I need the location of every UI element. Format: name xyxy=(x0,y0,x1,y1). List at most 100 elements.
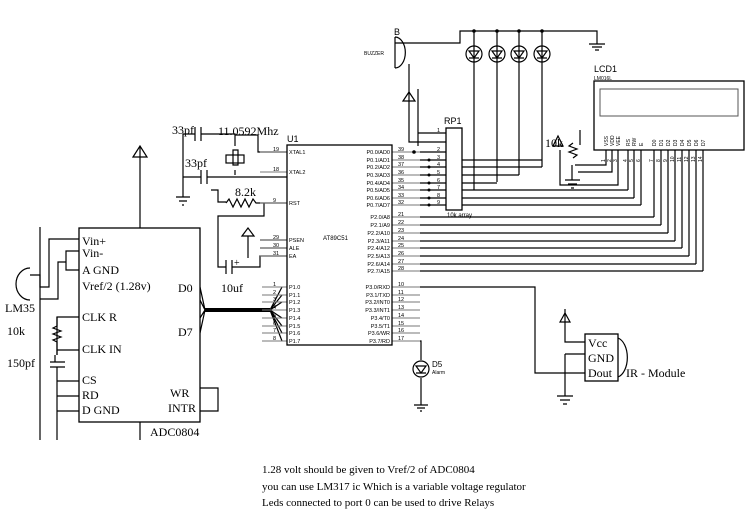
u1-pin-name: P3.5/T1 xyxy=(371,324,390,330)
u1-pin-name: PSEN xyxy=(289,238,304,244)
u1-pin-number: 39 xyxy=(398,147,404,153)
buzzer-label: BUZZER xyxy=(364,51,384,57)
adc-part: ADC0804 xyxy=(150,425,199,439)
buzzer-ref: B xyxy=(394,27,400,37)
u1-pin-number: 7 xyxy=(273,328,276,334)
ir-dout: Dout xyxy=(588,366,613,380)
u1-part: AT89C51 xyxy=(323,236,349,242)
rp1-value: 10k array xyxy=(447,213,472,219)
lcd-pin-name: VEE xyxy=(616,135,622,146)
r-clk-label: 10k xyxy=(7,324,25,338)
u1-pin-name: P1.0 xyxy=(289,285,300,291)
u1-pin-number: 35 xyxy=(398,178,404,184)
lcd-pin-number: 12 xyxy=(684,156,690,162)
u1-pin-name: P2.3/A11 xyxy=(368,239,390,245)
labels: Vin+ Vin- A GND Vref/2 (1.28v) CLK R CLK… xyxy=(5,27,707,509)
u1-pin-number: 32 xyxy=(398,200,404,206)
u1-pin-number: 14 xyxy=(398,313,404,319)
u1-pin-number: 27 xyxy=(398,259,404,265)
note-2: you can use LM317 ic Which is a variable… xyxy=(262,481,526,493)
u1-pin-number: 37 xyxy=(398,162,404,168)
ground-icons xyxy=(176,43,605,412)
u1-pin-number: 6 xyxy=(273,321,276,327)
lcd-pin-name: D5 xyxy=(687,139,693,146)
ir-gnd: GND xyxy=(588,351,614,365)
wires xyxy=(30,30,704,440)
u1-pin-number: 10 xyxy=(398,282,404,288)
u1-pin-number: 18 xyxy=(273,167,279,173)
lcd-pin-name: E xyxy=(639,142,645,146)
note-1: 1.28 volt should be given to Vref/2 of A… xyxy=(262,464,475,476)
potentiometer-icon xyxy=(567,142,579,159)
rp1-pin-number: 1 xyxy=(437,128,440,134)
u1-pin-number: 2 xyxy=(273,290,276,296)
u1-pin-name: EA xyxy=(289,254,297,260)
lcd-pin-number: 6 xyxy=(636,159,642,162)
u1-pin-name: XTAL2 xyxy=(289,170,305,176)
u1-pin-stubs xyxy=(260,151,446,342)
adc-intr: INTR xyxy=(168,401,196,415)
u1-pin-name: RST xyxy=(289,201,301,207)
lcd-pin-number: 8 xyxy=(656,159,662,162)
u1-pin-name: P0.4/AD4 xyxy=(366,181,390,187)
u1-right-pin-labels: 39P0.0/AD038P0.1/AD137P0.2/AD236P0.3/AD3… xyxy=(365,147,404,345)
u1-pin-number: 5 xyxy=(273,313,276,319)
crystal-icon xyxy=(225,154,245,164)
u1-pin-name: ALE xyxy=(289,246,300,252)
u1-pin-name: P1.4 xyxy=(289,316,300,322)
capacitor-icons xyxy=(194,127,233,274)
u1-pin-number: 25 xyxy=(398,243,404,249)
lcd-pin-name: RS xyxy=(626,138,632,146)
u1-pin-name: XTAL1 xyxy=(289,150,305,156)
rp1-pin-number: 8 xyxy=(437,193,440,199)
ir-module xyxy=(584,333,619,382)
u1-pin-number: 17 xyxy=(398,336,404,342)
u1-pin-name: P2.4/A12 xyxy=(367,246,390,252)
u1-pin-name: P3.6/WR xyxy=(368,331,390,337)
u1-pin-name: P2.2/A10 xyxy=(367,231,390,237)
u1-pin-number: 8 xyxy=(273,336,276,342)
u1-pin-number: 38 xyxy=(398,155,404,161)
ir-sensor-dome xyxy=(617,337,628,378)
u1-pin-number: 34 xyxy=(398,185,404,191)
rp1-pin-number: 5 xyxy=(437,170,440,176)
u1-pin-name: P0.3/AD3 xyxy=(366,173,390,179)
buzzer-icon xyxy=(394,36,406,69)
u1-ref: U1 xyxy=(287,134,299,144)
u1-pin-number: 12 xyxy=(398,297,404,303)
u1-pin-number: 23 xyxy=(398,228,404,234)
led-icon xyxy=(488,45,506,63)
u1-pin-name: P1.7 xyxy=(289,339,300,345)
u1-pin-name: P2.0/A8 xyxy=(370,215,390,221)
rp1-pin-number: 9 xyxy=(437,200,440,206)
lcd-pin-number: 1 xyxy=(601,159,607,162)
rp1-ref: RP1 xyxy=(444,116,462,126)
rp1-resistor-array xyxy=(445,127,463,211)
ir-vcc: Vcc xyxy=(588,336,607,350)
u1-pin-name: P3.3/INT1 xyxy=(365,308,390,314)
lcd-pin-number: 5 xyxy=(629,159,635,162)
alarm-led-ref: D5 xyxy=(432,360,443,369)
led-icons xyxy=(412,45,551,378)
u1-pin-name: P3.1/TXD xyxy=(366,293,390,299)
lm35-sensor xyxy=(15,267,31,301)
adc-clkr: CLK R xyxy=(82,310,117,324)
u1-pin-number: 16 xyxy=(398,328,404,334)
u1-pin-name: P3.2/INT0 xyxy=(365,300,390,306)
u1-pin-number: 26 xyxy=(398,251,404,257)
alarm-led-icon xyxy=(412,360,430,378)
u1-pin-name: P2.7/A15 xyxy=(367,269,390,275)
lcd-display xyxy=(593,80,745,151)
ir-module-label: IR - Module xyxy=(626,366,685,380)
u1-pin-number: 24 xyxy=(398,236,404,242)
u1-pin-number: 15 xyxy=(398,321,404,327)
lcd-pin-number: 4 xyxy=(623,159,629,162)
adc-clkin: CLK IN xyxy=(82,342,122,356)
adc-d0: D0 xyxy=(178,281,193,295)
lcd-pin-name: VSS xyxy=(604,135,610,146)
u1-pin-name: P2.6/A14 xyxy=(367,262,390,268)
lcd-pin-name: D6 xyxy=(694,139,700,146)
u1-pin-number: 28 xyxy=(398,266,404,272)
